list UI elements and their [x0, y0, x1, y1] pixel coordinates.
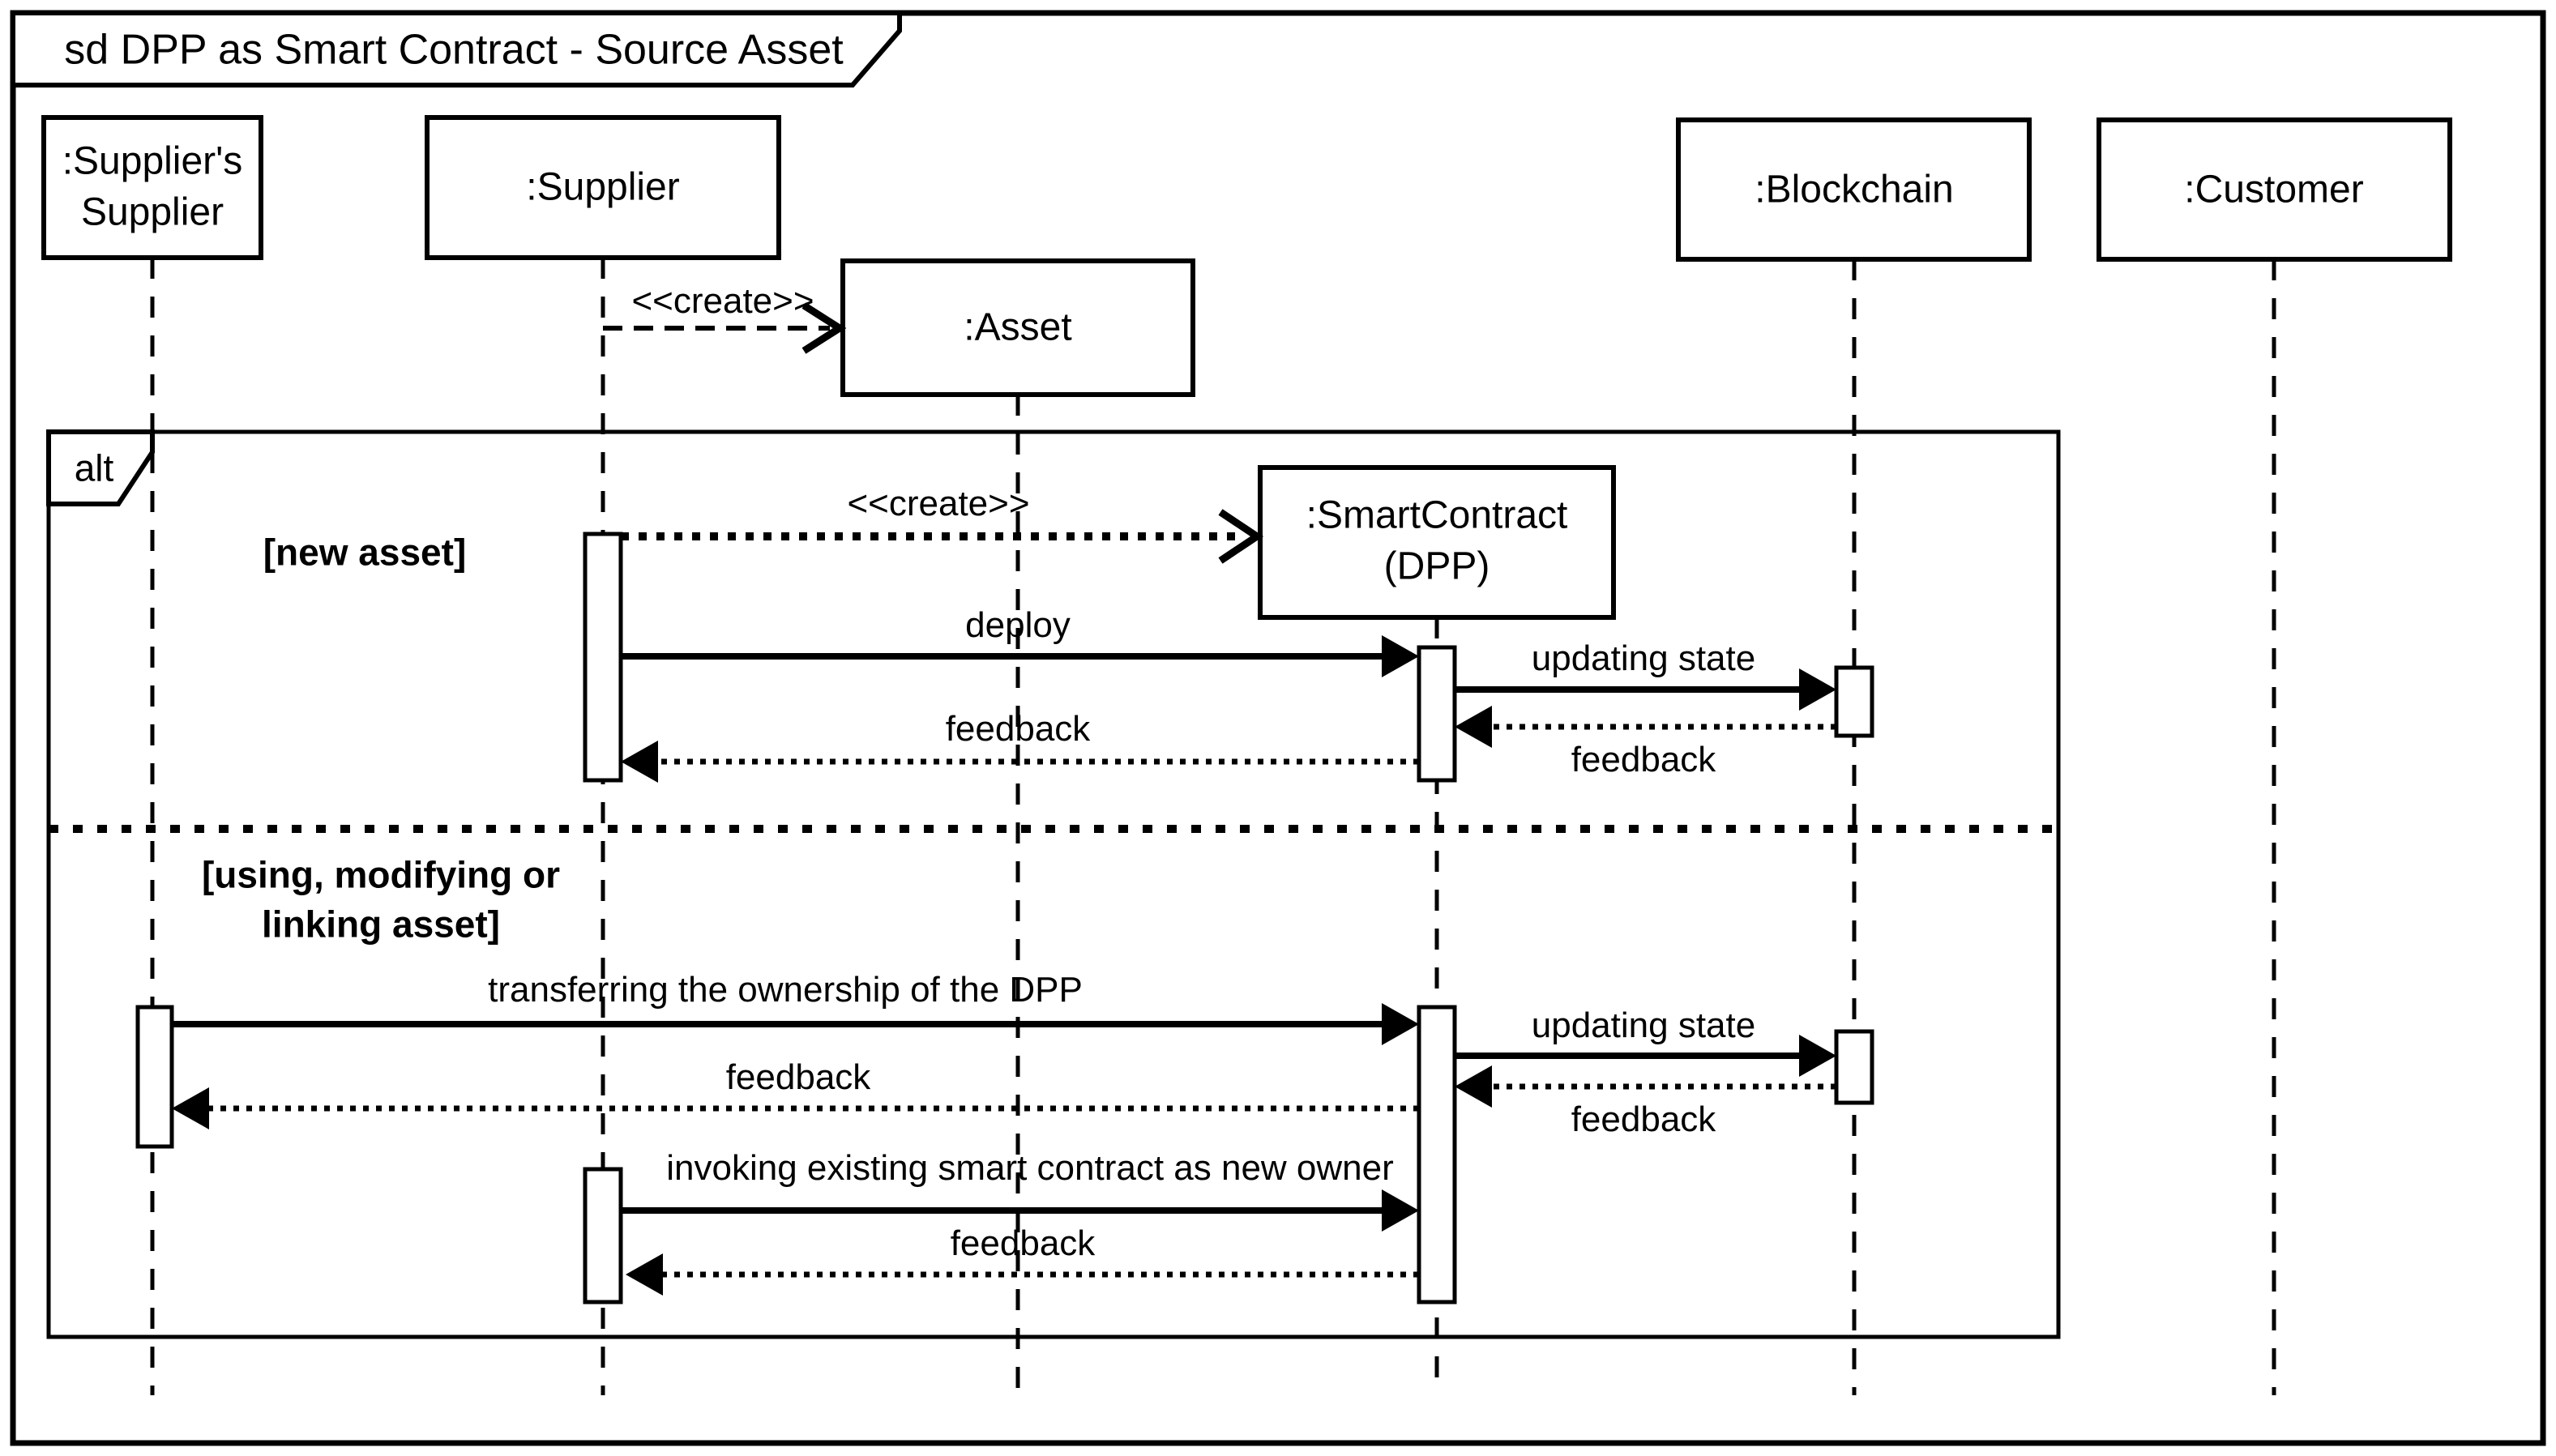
arrowhead-feedback-suppliers-supplier: [172, 1087, 209, 1129]
lifeline-label-asset: :Asset: [964, 305, 1072, 349]
message-label-feedback-blockchain-2: feedback: [1571, 1099, 1716, 1139]
activation-blockchain-1: [1834, 665, 1874, 738]
activation-blockchain-2: [1834, 1029, 1874, 1105]
frame-title-pentagon: [11, 11, 902, 88]
message-label-updating-state-2: updating state: [1531, 1005, 1756, 1045]
lifeline-label-customer: :Customer: [2184, 168, 2364, 211]
message-label-updating-state-1: updating state: [1531, 638, 1756, 678]
lifeline-label-smart-contract: :SmartContract (DPP): [1306, 493, 1568, 588]
arrowhead-create-asset: [801, 302, 847, 354]
message-label-invoking: invoking existing smart contract as new …: [666, 1147, 1394, 1188]
guard-new-asset: [new asset]: [263, 531, 467, 574]
arrowhead-deploy: [1382, 635, 1419, 677]
arrowhead-updating-state-1: [1799, 668, 1836, 711]
message-label-create-asset: <<create>>: [631, 280, 814, 321]
activation-smart-contract-2: [1417, 1005, 1457, 1304]
arrowhead-transfer-ownership: [1382, 1003, 1419, 1045]
frame-title: sd DPP as Smart Contract - Source Asset: [64, 26, 844, 74]
head-box-smart-contract: [1258, 465, 1616, 620]
activation-supplier-1: [583, 532, 623, 783]
guard-using-modifying-linking: [using, modifying or linking asset]: [201, 853, 561, 945]
message-label-feedback-suppliers-supplier: feedback: [725, 1057, 871, 1097]
alt-fragment-frame: [46, 429, 2061, 1339]
diagram-frame: [10, 10, 2546, 1446]
arrowhead-feedback-blockchain-1: [1455, 706, 1492, 748]
message-label-transfer-ownership: transferring the ownership of the DPP: [488, 969, 1083, 1010]
arrowhead-updating-state-2: [1799, 1035, 1836, 1077]
activation-smart-contract-1: [1417, 645, 1457, 783]
head-box-blockchain: [1676, 117, 2032, 262]
activation-suppliers-supplier: [135, 1005, 174, 1149]
lifeline-label-supplier: :Supplier: [526, 165, 680, 209]
alt-operator-pentagon: [46, 429, 155, 506]
message-label-feedback-supplier-1: feedback: [945, 708, 1091, 749]
activation-supplier-2: [583, 1167, 623, 1304]
arrowhead-invoking: [1382, 1189, 1419, 1232]
alt-operator-label: alt: [74, 446, 114, 489]
message-label-create-smart-contract: <<create>>: [847, 483, 1030, 523]
head-box-supplier: [425, 115, 781, 260]
arrowhead-feedback-blockchain-2: [1455, 1065, 1492, 1108]
arrowhead-feedback-supplier-1: [621, 741, 658, 783]
message-label-feedback-supplier-2: feedback: [950, 1223, 1096, 1263]
lifeline-label-suppliers-supplier: :Supplier's Supplier: [62, 139, 243, 234]
lifeline-label-blockchain: :Blockchain: [1755, 168, 1954, 211]
arrowhead-feedback-supplier-2: [626, 1253, 663, 1296]
arrowhead-create-smart-contract: [1218, 509, 1264, 564]
head-box-suppliers-supplier: [41, 115, 263, 260]
message-label-deploy: deploy: [965, 604, 1071, 645]
message-label-feedback-blockchain-1: feedback: [1571, 739, 1716, 779]
head-box-customer: [2097, 117, 2452, 262]
